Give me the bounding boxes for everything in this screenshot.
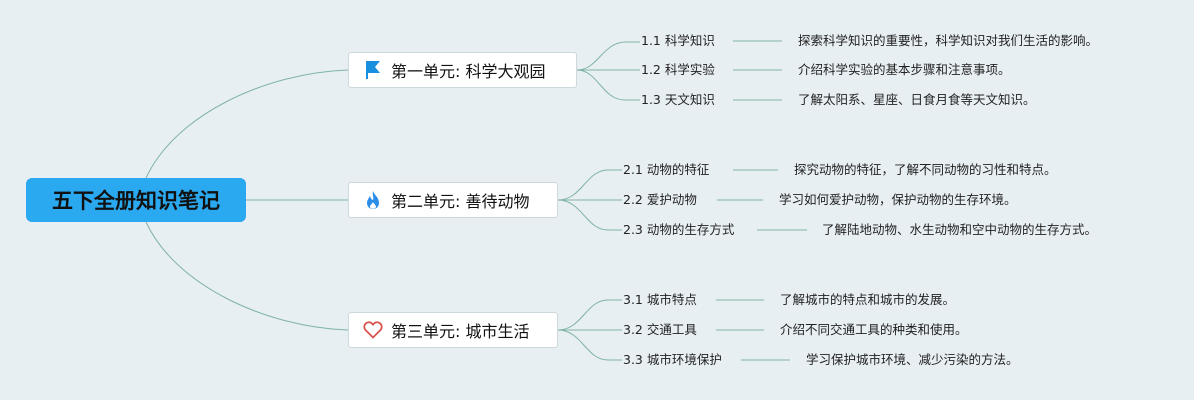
topic-description: 了解陆地动物、水生动物和空中动物的生存方式。 — [822, 222, 1098, 237]
topic-label[interactable]: 3.2 交通工具 — [623, 322, 697, 337]
root-to-unit-3-line — [145, 221, 349, 331]
topic-description: 探索科学知识的重要性，科学知识对我们生活的影响。 — [798, 33, 1099, 48]
topic-label[interactable]: 1.3 天文知识 — [641, 92, 715, 107]
topic-description: 了解太阳系、星座、日食月食等天文知识。 — [798, 92, 1036, 107]
unit-node-2[interactable]: 第二单元: 善待动物 — [348, 182, 558, 218]
topic-label[interactable]: 2.1 动物的特征 — [623, 162, 710, 177]
root-label: 五下全册知识笔记 — [52, 189, 220, 213]
root-to-unit-1-line — [145, 69, 349, 179]
topic-label[interactable]: 1.1 科学知识 — [641, 33, 715, 48]
flag-icon — [363, 60, 383, 80]
unit-3-branch-3 — [557, 329, 622, 361]
topic-description: 学习保护城市环境、减少污染的方法。 — [806, 352, 1019, 367]
heart-icon — [363, 320, 383, 340]
topic-description: 了解城市的特点和城市的发展。 — [780, 292, 956, 307]
topic-label[interactable]: 3.3 城市环境保护 — [623, 352, 722, 367]
unit-2-branch-3 — [557, 199, 622, 231]
unit-node-3[interactable]: 第三单元: 城市生活 — [348, 312, 558, 348]
unit-2-title: 第二单元: 善待动物 — [391, 192, 530, 211]
topic-description: 探究动物的特征，了解不同动物的习性和特点。 — [794, 162, 1057, 177]
topic-label[interactable]: 1.2 科学实验 — [641, 62, 715, 77]
unit-2-branch-1 — [557, 169, 622, 201]
topic-description: 介绍科学实验的基本步骤和注意事项。 — [798, 62, 1011, 77]
fire-icon — [363, 190, 383, 210]
unit-node-1[interactable]: 第一单元: 科学大观园 — [348, 52, 577, 88]
unit-1-branch-3 — [576, 69, 640, 101]
unit-1-title: 第一单元: 科学大观园 — [391, 62, 546, 81]
topic-label[interactable]: 3.1 城市特点 — [623, 292, 697, 307]
unit-3-title: 第三单元: 城市生活 — [391, 322, 530, 341]
root-node[interactable]: 五下全册知识笔记 — [26, 178, 246, 222]
topic-label[interactable]: 2.2 爱护动物 — [623, 192, 697, 207]
unit-1-branch-1 — [576, 41, 640, 71]
unit-3-branch-1 — [557, 299, 622, 331]
topic-description: 介绍不同交通工具的种类和使用。 — [780, 322, 968, 337]
topic-label[interactable]: 2.3 动物的生存方式 — [623, 222, 735, 237]
topic-description: 学习如何爱护动物，保护动物的生存环境。 — [779, 192, 1017, 207]
